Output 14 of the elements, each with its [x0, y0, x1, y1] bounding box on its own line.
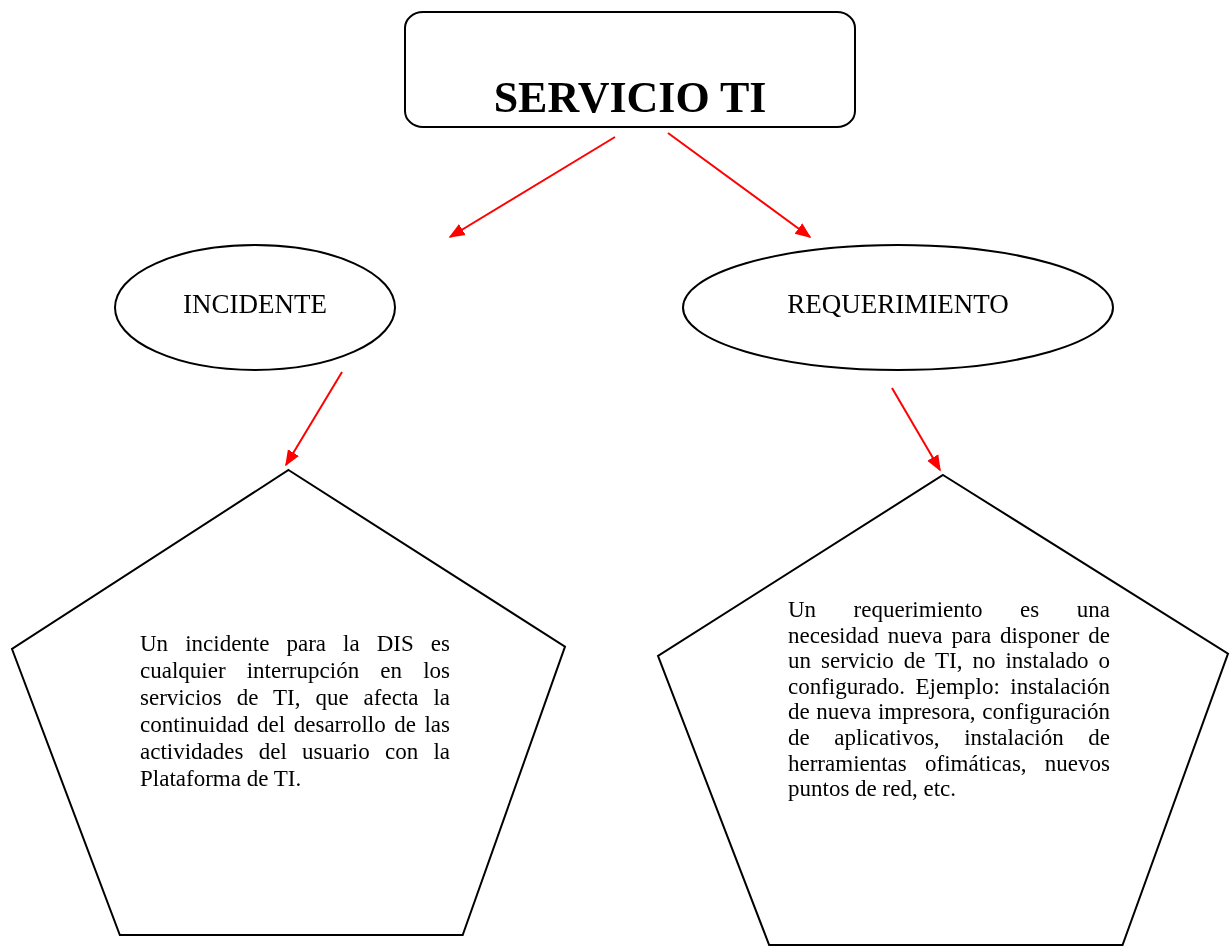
description-text: Un requerimiento es una necesidad nueva para disponer de un servicio de TI, no instalado o configurado. Ejemplo: instalación de nueva impresora, configuración de aplicativos, instalación de herramientas ofimáticas, nuevos puntos de red, etc. — [788, 597, 1110, 802]
description-text: Un incidente para la DIS es cualquier interrupción en los servicios de TI, que afecta la continuidad del desarrollo de las actividades del usuario con la Plataforma de TI. — [140, 630, 450, 792]
title-box — [405, 12, 855, 127]
pentagon-node — [658, 475, 1228, 945]
node-label: REQUERIMIENTO — [786, 290, 1010, 320]
arrow — [667, 132, 812, 238]
arrow — [285, 371, 343, 467]
arrow — [448, 136, 616, 238]
arrow — [891, 387, 941, 472]
ellipse-node — [683, 245, 1113, 370]
pentagon-node — [12, 470, 565, 935]
node-label: INCIDENTE — [182, 290, 328, 320]
title-text: SERVICIO TI — [492, 74, 768, 123]
ellipse-node — [115, 245, 395, 370]
